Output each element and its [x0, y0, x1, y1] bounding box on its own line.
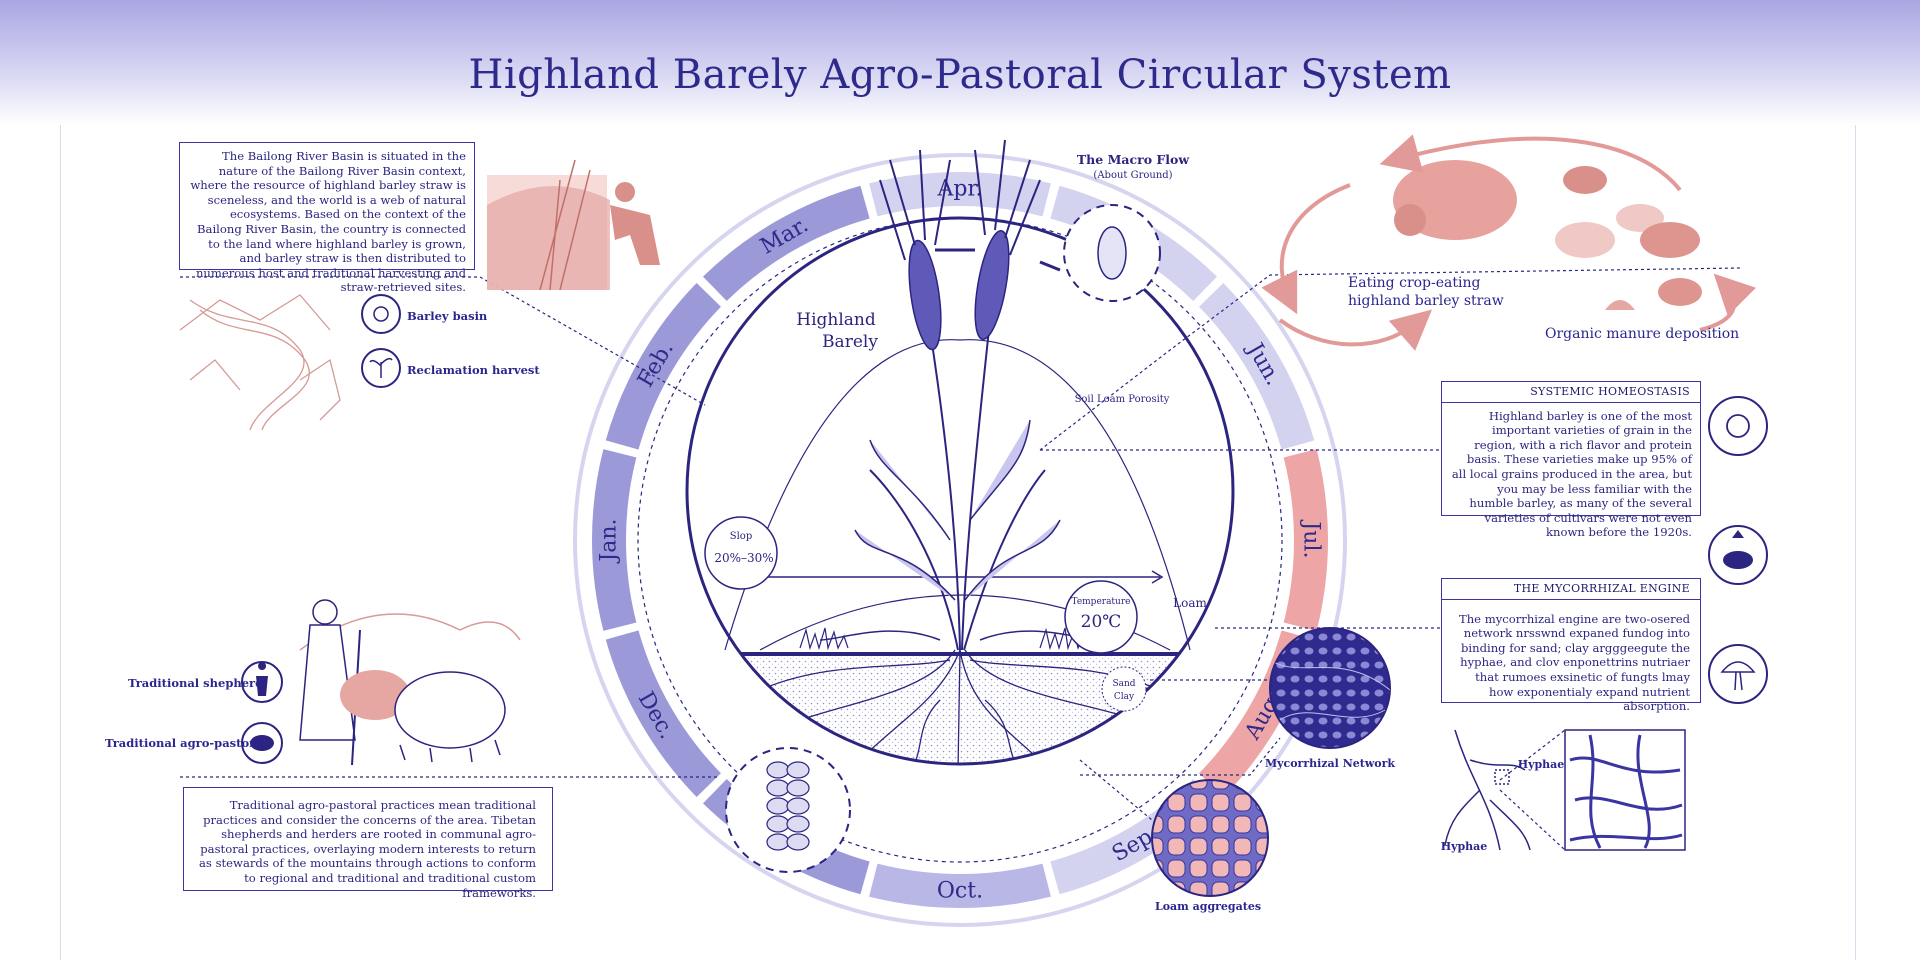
month-label: Oct.	[937, 879, 983, 904]
slope-label: Slop	[730, 531, 752, 542]
month-segment	[605, 282, 721, 450]
legend-traditional-agro-pastoral: Traditional agro-pastoral	[105, 736, 267, 750]
pastoral-info-text: Traditional agro-pastoral practices mean…	[199, 798, 536, 900]
legend-barley-basin: Barley basin	[407, 309, 488, 323]
macro-flow-subtitle: (About Ground)	[1093, 170, 1172, 181]
hyphae-right-label: Hyphae	[1518, 758, 1565, 771]
flow-arrows	[1261, 134, 1757, 351]
hyphae-left-label: Hyphae	[1441, 840, 1488, 853]
frame-right	[1855, 125, 1856, 960]
plant-name-line1: Highland	[796, 310, 876, 330]
month-segment	[605, 630, 721, 798]
frame-left	[60, 125, 61, 960]
eating-label-line2: highland barley straw	[1348, 293, 1504, 309]
sun-icon	[361, 294, 401, 334]
river-basin-map	[179, 294, 341, 431]
month-segment	[702, 185, 870, 301]
mycorrhizal-engine-header: THE MYCORRHIZAL ENGINE	[1442, 579, 1700, 600]
month-segment	[869, 863, 1051, 908]
legend-reclamation-harvest: Reclamation harvest	[407, 363, 540, 377]
inner-dashed-ring	[637, 217, 1283, 863]
loam-aggregates-circle	[1151, 779, 1269, 897]
sun-icon	[1708, 396, 1768, 456]
mycorrhizal-engine-text: The mycorrhizal engine are two-osered ne…	[1458, 611, 1690, 714]
legend-icons	[241, 294, 1768, 764]
seed-icon	[1097, 226, 1127, 280]
month-segment	[592, 449, 637, 631]
slope-value: 20%–30%	[714, 551, 773, 565]
pastoral-info-box: Traditional agro-pastoral practices mean…	[183, 787, 553, 900]
harvest-illustration	[487, 159, 660, 291]
loam-label: Loam	[1173, 596, 1207, 610]
month-label: Jul.	[1299, 519, 1324, 558]
mycorrhizal-engine-box: THE MYCORRHIZAL ENGINE The mycorrhizal e…	[1441, 578, 1701, 713]
systemic-homeostasis-box: SYSTEMIC HOMEOSTASIS Highland barley is …	[1441, 381, 1701, 539]
grain-head-icon	[766, 761, 810, 851]
page-title: Highland Barely Agro-Pastoral Circular S…	[468, 52, 1452, 98]
livestock-illustration	[1393, 160, 1702, 310]
shepherd-illustration	[299, 599, 521, 766]
sand-label: Sand	[1112, 679, 1135, 689]
leader-lines	[180, 267, 1741, 851]
clay-label: Clay	[1114, 692, 1135, 702]
title-band	[0, 0, 1920, 125]
temperature-value: 20℃	[1081, 612, 1122, 632]
temperature-circle	[1064, 580, 1138, 654]
yak-icon	[1723, 551, 1753, 569]
mushroom-icon	[1708, 644, 1768, 704]
loam-aggregates-label: Loam aggregates	[1155, 900, 1261, 913]
systemic-homeostasis-header: SYSTEMIC HOMEOSTASIS	[1442, 382, 1700, 403]
manure-label: Organic manure deposition	[1545, 326, 1739, 342]
hyphae-root-illustration	[1444, 729, 1531, 851]
hyphae-network	[1569, 734, 1683, 849]
mycorrhizal-network-circle	[1269, 627, 1391, 749]
eating-label-line1: Eating crop-eating	[1348, 275, 1481, 291]
legend-traditional-shepherd: Traditional shepherd	[128, 676, 264, 690]
month-segment	[869, 171, 1051, 217]
macro-flow-title: The Macro Flow	[1077, 152, 1190, 167]
outer-ring	[573, 153, 1347, 927]
mycorrhizal-network-label: Mycorrhizal Network	[1265, 757, 1395, 770]
systemic-homeostasis-text: Highland barley is one of the most impor…	[1451, 408, 1692, 540]
plant-name-line2: Barely	[822, 332, 878, 352]
sand-clay-circle	[1101, 666, 1147, 712]
basin-info-text: The Bailong River Basin is situated in t…	[190, 149, 466, 295]
hyphae-zoom-box	[1564, 729, 1686, 851]
slope-circle	[704, 516, 778, 590]
roots	[759, 649, 1161, 764]
basin-info-box: The Bailong River Basin is situated in t…	[179, 142, 475, 294]
month-label: Jan.	[597, 518, 622, 563]
porosity-arc	[724, 339, 1191, 651]
temperature-label: Temperature	[1072, 597, 1131, 607]
soil-porosity-label: Soil Loam Porosity	[1075, 394, 1170, 405]
month-segment	[1199, 282, 1315, 450]
month-segment	[1283, 449, 1328, 631]
